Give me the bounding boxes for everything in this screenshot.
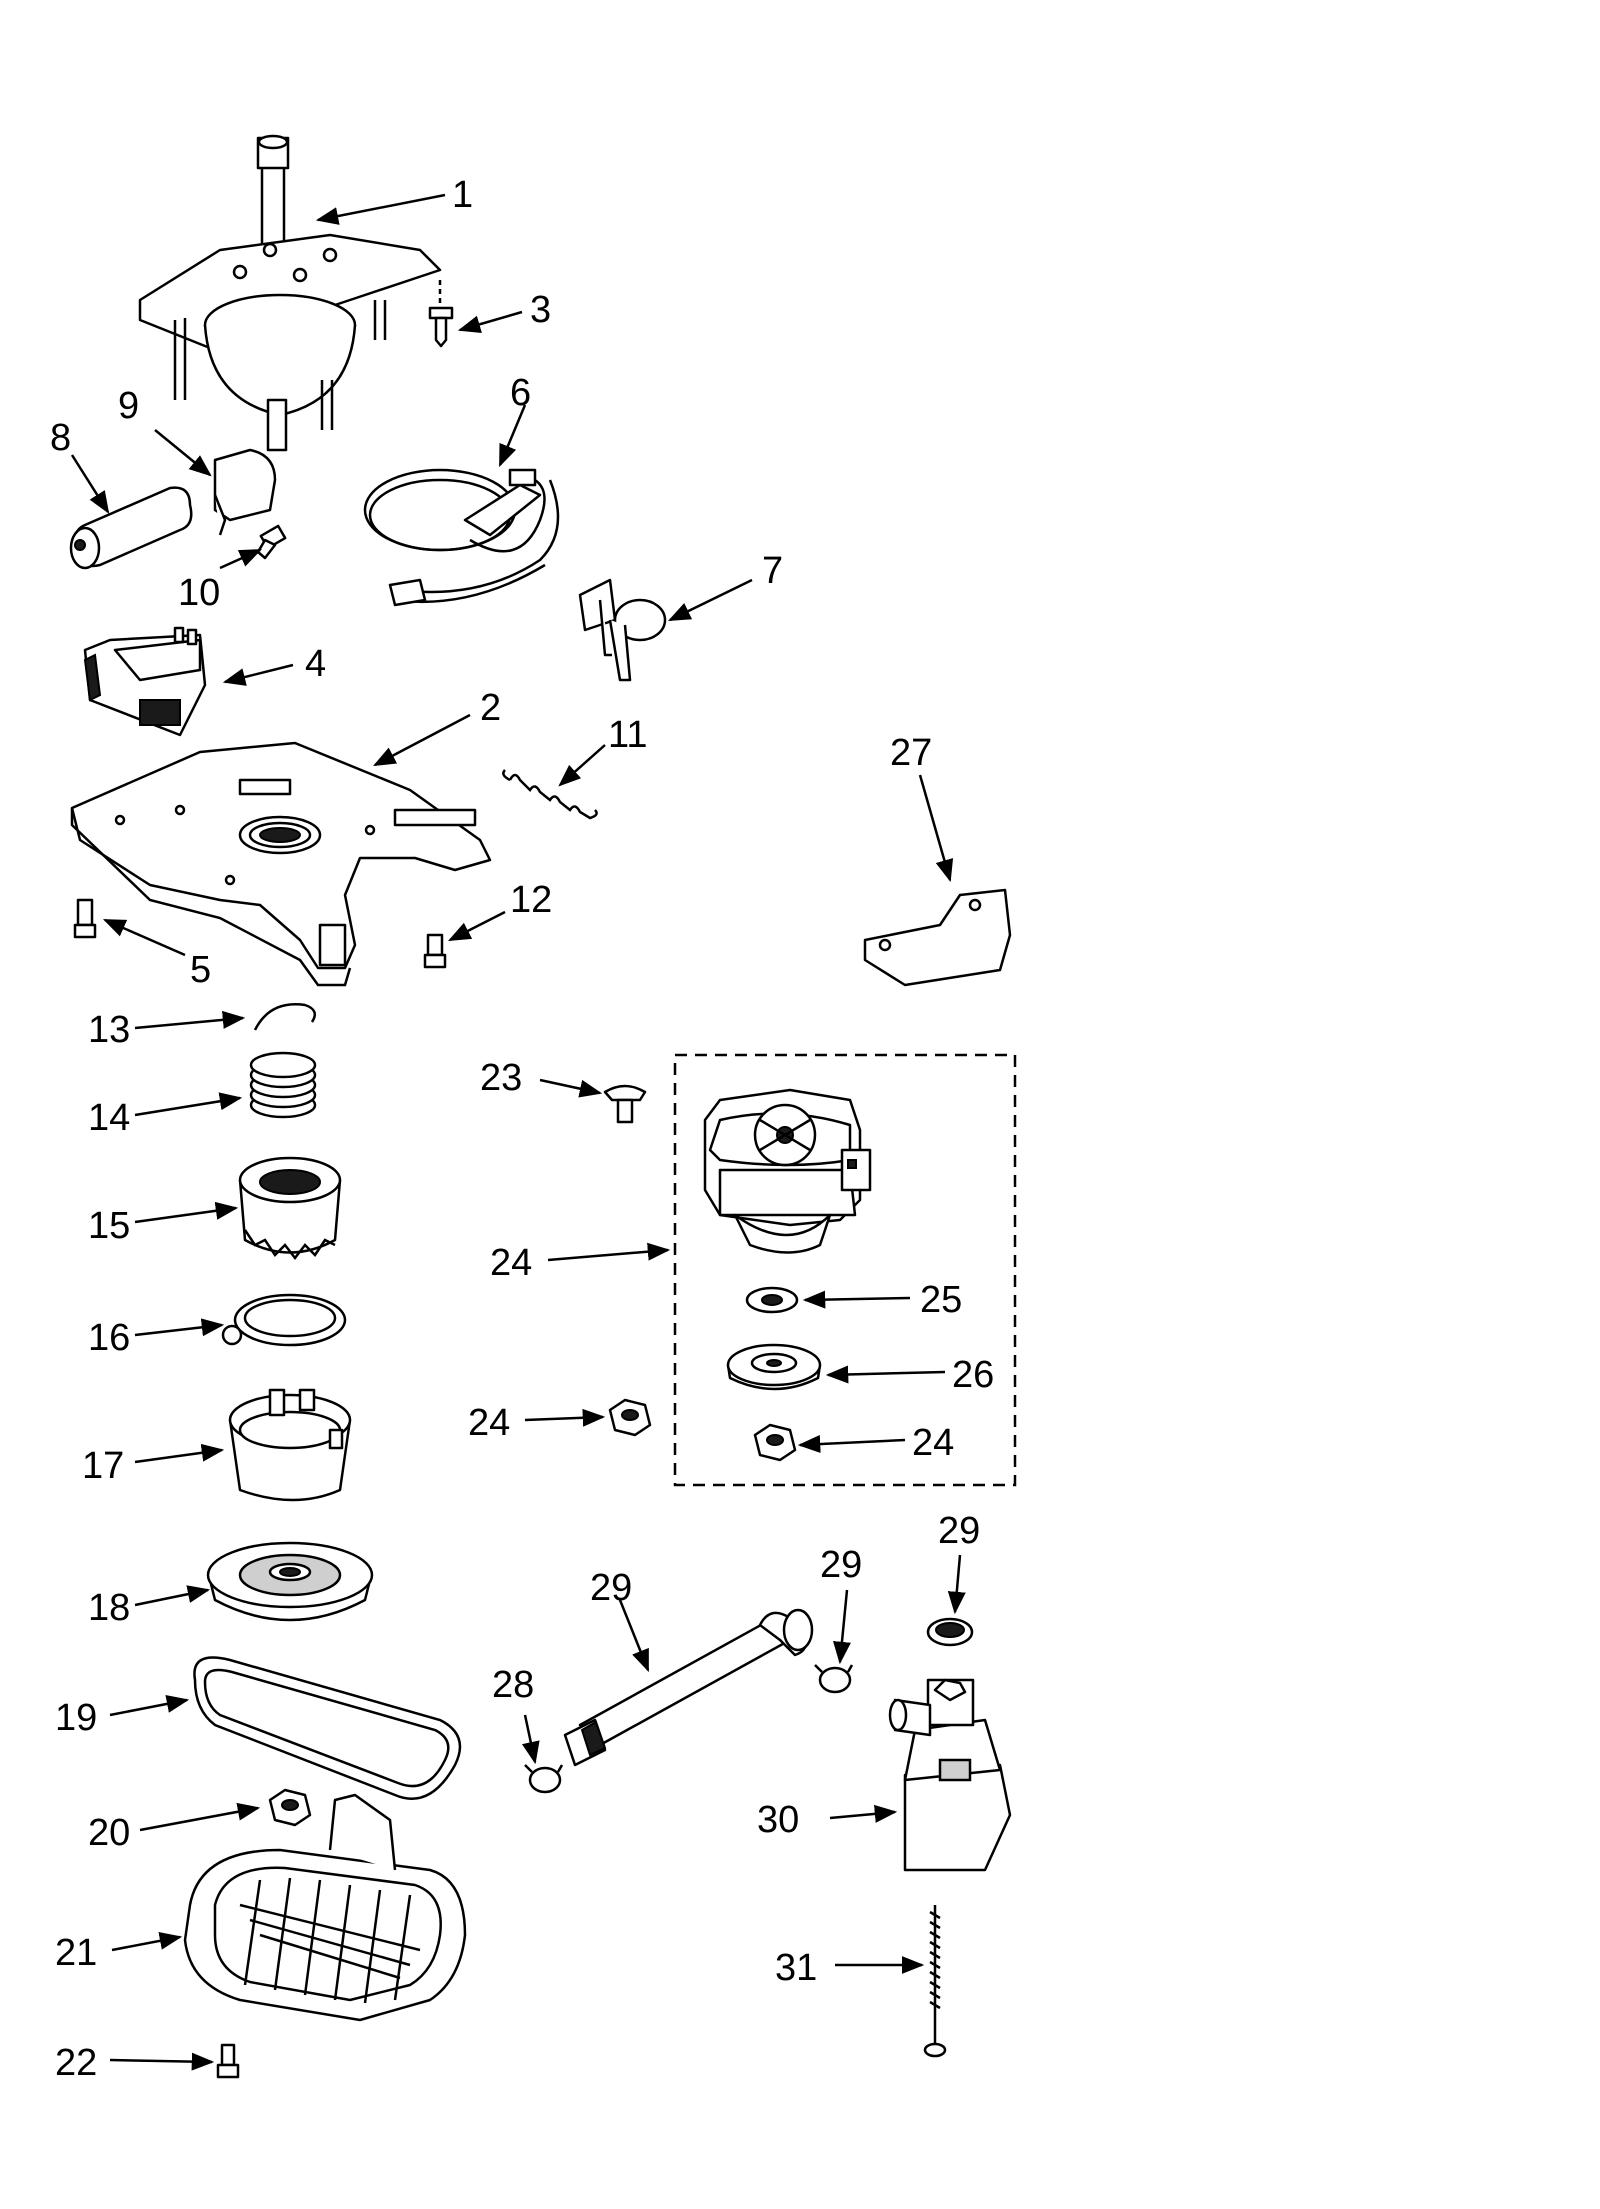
screw-icon xyxy=(216,2043,240,2079)
callout-25: 24 xyxy=(490,1242,532,1284)
callout-7: 7 xyxy=(762,550,783,592)
callout-6: 6 xyxy=(510,372,531,414)
drive-motor xyxy=(703,1088,872,1254)
transmission-drive-shaft xyxy=(138,134,442,452)
callout-30: 29 xyxy=(590,1567,632,1609)
hex-nut xyxy=(268,1788,312,1827)
drive-pulley xyxy=(206,1541,374,1622)
callout-19: 19 xyxy=(55,1697,97,1739)
snap-ring xyxy=(253,1003,317,1031)
gear-cup xyxy=(238,1156,342,1261)
callout-32: 30 xyxy=(757,1799,799,1841)
washer xyxy=(745,1286,799,1314)
screw-icon xyxy=(73,898,97,939)
callout-23: 23 xyxy=(480,1057,522,1099)
wire-harness xyxy=(363,468,560,607)
callout-31: 29 xyxy=(938,1510,980,1552)
callout-18: 18 xyxy=(88,1587,130,1629)
wire-clip xyxy=(578,578,667,682)
callout-20: 20 xyxy=(88,1812,130,1854)
hex-nut xyxy=(608,1398,652,1437)
callout-4: 4 xyxy=(305,643,326,685)
callout-21: 21 xyxy=(55,1932,97,1974)
hex-nut xyxy=(753,1423,797,1462)
screw-icon xyxy=(423,933,447,969)
callout-13: 13 xyxy=(88,1009,130,1051)
base-plate xyxy=(70,741,492,987)
callout-8: 8 xyxy=(50,417,71,459)
drain-tray xyxy=(183,1793,467,2022)
clutch-housing xyxy=(228,1388,352,1502)
leader-1 xyxy=(315,193,446,225)
callout-14: 14 xyxy=(88,1097,130,1139)
callout-29-left: 28 xyxy=(492,1664,534,1706)
spring xyxy=(502,769,598,820)
callout-24-inner: 24 xyxy=(912,1422,954,1464)
hose-clamp xyxy=(524,1764,564,1794)
motor-assembly-group-box xyxy=(673,1053,1017,1487)
long-screw xyxy=(923,1905,947,2058)
carriage-bolt xyxy=(603,1084,647,1124)
capacitor xyxy=(69,486,193,570)
screw-icon xyxy=(256,524,287,560)
callout-24-outer: 24 xyxy=(468,1402,510,1444)
drain-pump xyxy=(888,1678,1012,1872)
callout-16: 16 xyxy=(88,1317,130,1359)
callout-11: 11 xyxy=(608,714,647,756)
callout-3: 3 xyxy=(530,289,551,331)
callout-33: 31 xyxy=(775,1947,817,1989)
pulley-disc xyxy=(726,1343,822,1391)
hose-clamp xyxy=(814,1664,854,1694)
coil-spring xyxy=(249,1051,317,1119)
motor-switch xyxy=(83,626,207,737)
ring-clamp xyxy=(221,1293,347,1347)
callout-22: 22 xyxy=(55,2042,97,2084)
callout-1: 1 xyxy=(452,174,473,216)
drive-belt xyxy=(193,1656,462,1800)
screw-icon xyxy=(428,306,454,348)
mounting-bracket xyxy=(863,888,1012,987)
callout-28: 27 xyxy=(890,732,932,774)
gasket xyxy=(926,1617,974,1647)
callout-5: 5 xyxy=(190,949,211,991)
callout-29-right: 29 xyxy=(820,1544,862,1586)
callout-26: 25 xyxy=(920,1279,962,1321)
callout-12: 12 xyxy=(510,879,552,921)
capacitor-bracket xyxy=(213,448,277,536)
callout-9: 9 xyxy=(118,385,139,427)
callout-15: 15 xyxy=(88,1205,130,1247)
callout-10: 10 xyxy=(178,572,220,614)
drain-hose xyxy=(563,1608,814,1767)
callout-27: 26 xyxy=(952,1354,994,1396)
callout-2: 2 xyxy=(480,687,501,729)
callout-17: 17 xyxy=(82,1445,124,1487)
